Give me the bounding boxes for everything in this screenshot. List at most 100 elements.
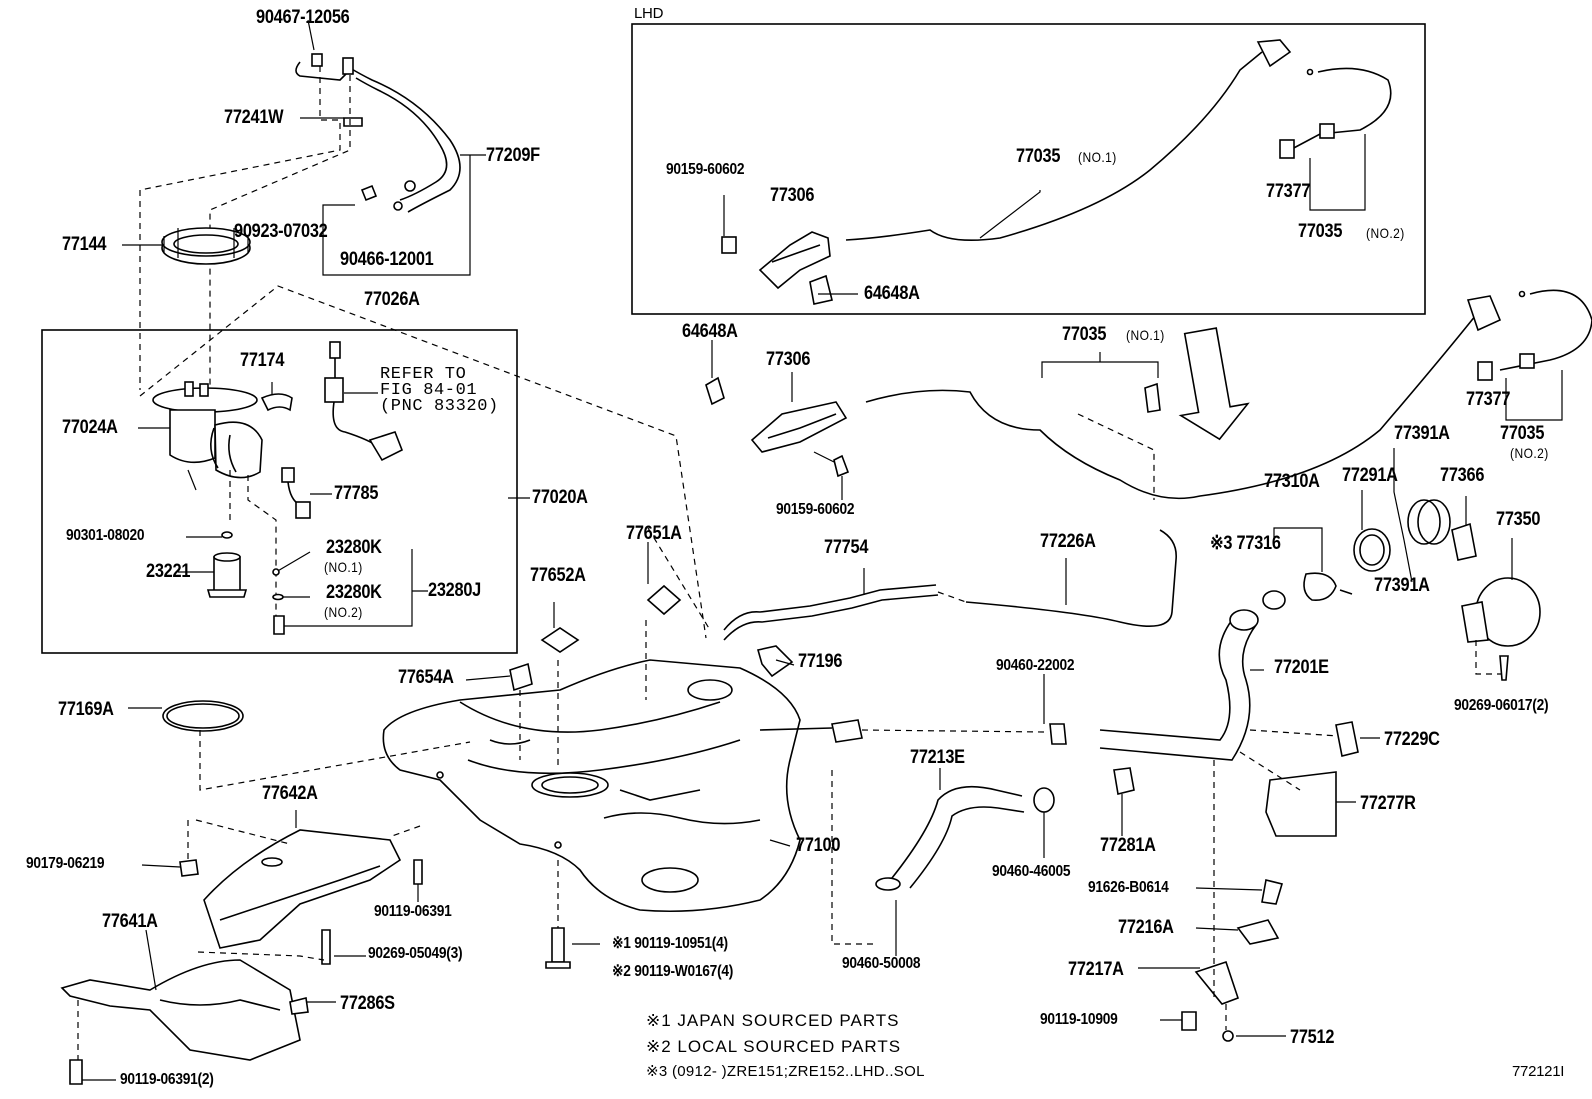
pump-assembly-frame	[41, 329, 518, 654]
part-77169A[interactable]: 77169A	[58, 699, 114, 720]
part-77652A[interactable]: 77652A	[530, 565, 586, 586]
hose-77213E	[891, 785, 1023, 879]
part-77024A[interactable]: 77024A	[62, 417, 118, 438]
wire-harness-77785	[281, 467, 311, 519]
part-90119-10951[interactable]: ※1 90119-10951(4)	[612, 935, 728, 952]
vent-tube-77754	[723, 584, 937, 631]
part-90269-05049[interactable]: 90269-05049(3)	[368, 945, 463, 962]
part-77226A[interactable]: 77226A	[1040, 531, 1096, 552]
part-77377-lhd[interactable]: 77377	[1266, 181, 1311, 202]
part-77350[interactable]: 77350	[1496, 509, 1541, 530]
part-23280J[interactable]: 23280J	[428, 580, 481, 601]
part-77035-no2[interactable]: 77035	[1500, 423, 1545, 444]
part-90466-12001[interactable]: 90466-12001	[340, 249, 434, 270]
part-77366[interactable]: 77366	[1440, 465, 1485, 486]
lhd-frame	[631, 23, 1426, 315]
part-77391A-top[interactable]: 77391A	[1394, 423, 1450, 444]
part-77281A[interactable]: 77281A	[1100, 835, 1156, 856]
part-90159-60602[interactable]: 90159-60602	[776, 501, 855, 518]
part-77035-no2-sub: (NO.2)	[1510, 445, 1549, 461]
part-77651A[interactable]: 77651A	[626, 523, 682, 544]
part-77035-no1[interactable]: 77035	[1062, 324, 1107, 345]
part-90269-06017[interactable]: 90269-06017(2)	[1454, 697, 1549, 714]
fuel-lid-77350	[1461, 577, 1541, 647]
refer-line-2: FIG 84-01	[380, 381, 478, 400]
note-japan-sourced: ※1 JAPAN SOURCED PARTS	[646, 1011, 900, 1030]
part-90119-10909[interactable]: 90119-10909	[1040, 1011, 1118, 1028]
part-77201E[interactable]: 77201E	[1274, 657, 1329, 678]
gasket-90301	[221, 531, 233, 539]
fuel-filter-23221	[206, 552, 248, 598]
opener-lever-77306	[705, 376, 850, 478]
part-77196[interactable]: 77196	[798, 651, 843, 672]
vent-tube-77226A	[965, 529, 1177, 628]
protector-77642A	[203, 829, 402, 949]
fuel-pump-77024A	[152, 381, 263, 491]
lock-ring-77144	[161, 227, 251, 265]
part-23280K-no2-sub: (NO.2)	[324, 604, 363, 620]
part-90119-06391[interactable]: 90119-06391	[374, 903, 452, 920]
filler-pipe-77201E	[1099, 609, 1259, 761]
part-77512[interactable]: 77512	[1290, 1027, 1335, 1048]
gasket-77169A	[162, 700, 244, 732]
part-64648A-lhd[interactable]: 64648A	[864, 283, 920, 304]
part-77306-lhd[interactable]: 77306	[770, 185, 815, 206]
part-77209F[interactable]: 77209F	[486, 145, 540, 166]
part-77316[interactable]: ※3 77316	[1210, 533, 1281, 554]
part-77213E[interactable]: 77213E	[910, 747, 965, 768]
vent-hose-assembly	[295, 53, 471, 276]
part-90179-06219[interactable]: 90179-06219	[26, 855, 105, 872]
part-77654A[interactable]: 77654A	[398, 667, 454, 688]
part-23280K-no2[interactable]: 23280K	[326, 582, 382, 603]
part-90460-22002[interactable]: 90460-22002	[996, 657, 1075, 674]
part-90301-08020[interactable]: 90301-08020	[66, 527, 145, 544]
part-77229C[interactable]: 77229C	[1384, 729, 1440, 750]
part-77286S[interactable]: 77286S	[340, 993, 395, 1014]
part-77035-no1-lhd[interactable]: 77035	[1016, 146, 1061, 167]
part-90460-46005[interactable]: 90460-46005	[992, 863, 1071, 880]
part-64648A[interactable]: 64648A	[682, 321, 738, 342]
part-77100[interactable]: 77100	[796, 835, 841, 856]
part-77277R[interactable]: 77277R	[1360, 793, 1416, 814]
part-77216A[interactable]: 77216A	[1118, 917, 1174, 938]
part-23221[interactable]: 23221	[146, 561, 191, 582]
part-90119-06391-2[interactable]: 90119-06391(2)	[120, 1071, 214, 1088]
part-90119-W0167[interactable]: ※2 90119-W0167(4)	[612, 963, 734, 980]
part-77026A[interactable]: 77026A	[364, 289, 420, 310]
note-local-sourced: ※2 LOCAL SOURCED PARTS	[646, 1037, 902, 1056]
part-90923-07032[interactable]: 90923-07032	[234, 221, 328, 242]
part-23280K-no1[interactable]: 23280K	[326, 537, 382, 558]
part-90467-12056[interactable]: 90467-12056	[256, 7, 350, 28]
part-77377[interactable]: 77377	[1466, 389, 1511, 410]
part-91626-B0614[interactable]: 91626-B0614	[1088, 879, 1169, 896]
part-77241W[interactable]: 77241W	[224, 107, 284, 128]
part-77217A[interactable]: 77217A	[1068, 959, 1124, 980]
part-90159-60602-lhd[interactable]: 90159-60602	[666, 161, 745, 178]
part-77144[interactable]: 77144	[62, 234, 107, 255]
part-77642A[interactable]: 77642A	[262, 783, 318, 804]
clip-77174	[260, 393, 293, 412]
part-77306[interactable]: 77306	[766, 349, 811, 370]
part-77035-no2-lhd[interactable]: 77035	[1298, 221, 1343, 242]
part-77035-no2-lhd-sub: (NO.2)	[1366, 225, 1405, 241]
part-77310A[interactable]: 77310A	[1264, 471, 1320, 492]
part-90460-50008[interactable]: 90460-50008	[842, 955, 921, 972]
part-77035-no1-sub: (NO.1)	[1126, 327, 1165, 343]
view-arrow	[1178, 327, 1250, 441]
part-77641A[interactable]: 77641A	[102, 911, 158, 932]
fuel-cap-77316	[1262, 572, 1353, 610]
protector-77641A	[60, 959, 301, 1061]
part-23280K-no1-sub: (NO.1)	[324, 559, 363, 575]
part-77754[interactable]: 77754	[824, 537, 869, 558]
leader-lines	[82, 19, 1513, 1081]
part-77174[interactable]: 77174	[240, 350, 285, 371]
lhd-label: LHD	[634, 5, 664, 22]
part-77291A[interactable]: 77291A	[1342, 465, 1398, 486]
part-77391A-bottom[interactable]: 77391A	[1374, 575, 1430, 596]
ring-77391A	[1407, 499, 1451, 545]
diagram-id: 772121I	[1512, 1063, 1565, 1080]
gasket-77291A	[1353, 528, 1391, 572]
part-77785[interactable]: 77785	[334, 483, 379, 504]
part-77020A[interactable]: 77020A	[532, 487, 588, 508]
